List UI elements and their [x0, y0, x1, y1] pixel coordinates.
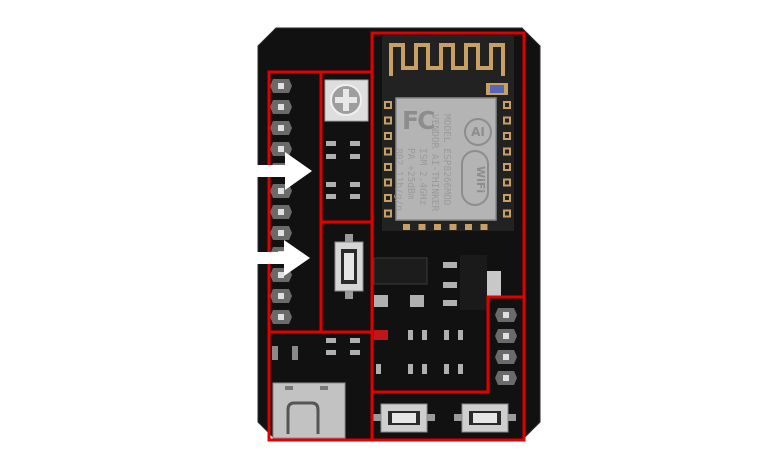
smd-parts-lower-left: [272, 338, 360, 360]
header-pin: [270, 310, 292, 324]
highlight-usb-area: [267, 330, 374, 442]
header-pin: [495, 350, 517, 364]
tactile-switch-bottom-left: [373, 403, 435, 433]
header-pin: [495, 329, 517, 343]
module-pad: [418, 224, 426, 230]
module-pad: [465, 224, 472, 230]
red-led: [374, 330, 388, 340]
module-text-line-1: MODEL ESP8266MOD: [441, 114, 452, 206]
header-pin: [270, 205, 292, 219]
header-pin: [270, 79, 292, 93]
wifi-logo-icon: WiFi: [461, 150, 489, 206]
pcb-antenna-trace: [389, 43, 505, 76]
right-pin-header: [495, 308, 517, 385]
module-pad: [434, 224, 441, 230]
tactile-switch-vertical: [334, 234, 364, 299]
usb-c-port-icon: [272, 382, 346, 439]
module-text-line-5: 802.11b/g/n: [393, 148, 404, 211]
highlight-lower-right-inner: [372, 295, 524, 394]
header-pin: [270, 121, 292, 135]
header-pin: [270, 100, 292, 114]
header-pin: [270, 289, 292, 303]
highlight-boxes: [267, 31, 526, 442]
tactile-switch-bottom-right: [454, 403, 516, 433]
potentiometer-icon: [324, 79, 369, 122]
header-pin: [495, 371, 517, 385]
module-pad: [403, 224, 410, 230]
module-text-line-2: VENDOR AI-THINKER: [429, 114, 440, 212]
arrow-right-icon: [256, 240, 310, 276]
fc-mark: FC: [402, 106, 435, 135]
module-text-line-4: PA +25dBm: [405, 148, 416, 200]
ai-logo-icon: AI: [464, 118, 492, 146]
header-pin: [495, 308, 517, 322]
module-pad: [480, 224, 488, 230]
highlight-module-area: [370, 31, 526, 442]
smd-parts-upper-middle: [326, 141, 360, 199]
smd-parts-lower-right: [373, 255, 501, 374]
esp8266-module: [382, 36, 514, 231]
header-pin: [270, 226, 292, 240]
module-text-line-3: ISM 2.4GHz: [417, 148, 428, 206]
module-pad: [449, 224, 457, 230]
header-pin: [270, 142, 292, 156]
arrow-right-icon: [256, 152, 312, 190]
